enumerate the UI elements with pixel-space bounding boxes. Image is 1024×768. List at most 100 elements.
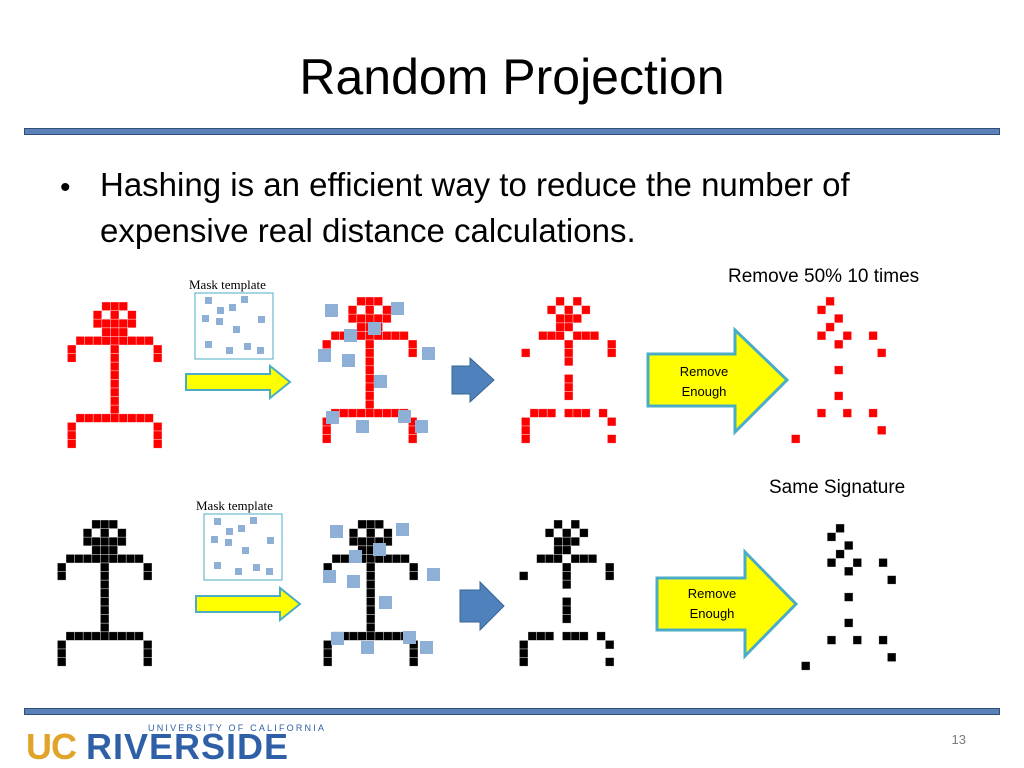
figure-pixel — [844, 540, 854, 551]
mask-square — [205, 297, 212, 304]
figure-pixel — [65, 631, 75, 641]
overlay-square — [415, 420, 428, 433]
figure-pixel — [877, 348, 887, 358]
figure-pixel — [118, 336, 128, 346]
figure-pixel — [383, 631, 393, 641]
overlay-square — [323, 570, 336, 583]
figure-pixel — [365, 374, 375, 384]
figure-pixel — [110, 387, 120, 397]
figure-pixel — [887, 652, 897, 662]
figure-pixel — [100, 545, 110, 555]
figure-pixel — [118, 413, 128, 423]
figure-pixel — [521, 425, 531, 435]
figure-pixel — [348, 536, 359, 547]
figure-pixel — [801, 661, 811, 671]
figure-pixel — [519, 657, 529, 667]
page-number: 13 — [951, 732, 966, 747]
figure-pixel — [127, 318, 137, 329]
overlay-square — [349, 550, 362, 563]
bullet-text: Hashing is an efficient way to reduce th… — [100, 166, 850, 249]
overlay-square — [391, 302, 404, 315]
figure-pixel — [365, 296, 375, 306]
figure-pixel — [825, 322, 835, 332]
remove-enough-label: Remove Enough — [679, 364, 729, 399]
figure-pixel — [101, 413, 111, 423]
figure-pixel — [373, 296, 383, 306]
figure-pixel — [366, 571, 376, 581]
figure-pixel — [399, 331, 409, 341]
overlay-square — [396, 523, 409, 536]
figure-pixel — [118, 318, 128, 329]
figure-pixel — [101, 336, 111, 346]
figure-pixel — [581, 331, 591, 341]
figure-pixel — [127, 310, 137, 320]
figure-pixel — [826, 558, 837, 568]
figure-pixel — [596, 631, 606, 641]
figure-pixel — [564, 391, 574, 401]
mask-square — [250, 517, 257, 524]
overlay-square — [342, 354, 355, 367]
figure-pixel — [562, 631, 572, 641]
figure-pixel — [108, 554, 118, 564]
figure-pixel — [357, 519, 367, 529]
figure-pixel — [100, 519, 110, 529]
figure-pixel — [82, 536, 93, 547]
remove-enough-label: Remove Enough — [687, 586, 737, 621]
figure-pixel — [570, 536, 580, 547]
figure-pixel — [842, 408, 852, 418]
figure-pixel — [572, 408, 582, 418]
figure-pixel — [564, 408, 574, 418]
figure-pixel — [134, 554, 144, 564]
figure-pixel — [125, 554, 136, 564]
figure-pixel — [607, 417, 617, 427]
figure-pixel — [84, 413, 94, 423]
figure-pixel — [538, 331, 548, 341]
mask-square — [238, 525, 245, 532]
figure-pixel — [834, 391, 844, 401]
figure-pixel — [74, 554, 84, 564]
figure-pixel — [589, 331, 600, 341]
figure-pixel — [366, 631, 376, 641]
figure-pixel — [544, 631, 555, 641]
figure-pixel — [553, 536, 563, 547]
mask-square — [233, 326, 240, 333]
figure-pixel — [110, 336, 120, 346]
figure-pixel — [791, 434, 801, 444]
figure-pixel — [348, 528, 359, 538]
figure-pixel — [331, 554, 341, 564]
mask-square — [205, 341, 212, 348]
figure-pixel — [546, 305, 557, 315]
figure-pixel — [75, 413, 85, 423]
figure-pixel — [553, 554, 563, 564]
figure-pixel — [91, 545, 101, 555]
block-arrow — [451, 356, 495, 404]
figure-pixel — [816, 408, 827, 418]
figure-pixel — [365, 356, 375, 367]
figure-pixel — [826, 635, 837, 645]
figure-pixel — [92, 413, 103, 423]
figure-pixel — [382, 331, 392, 341]
figure-pixel — [409, 571, 419, 581]
overlay-square — [347, 575, 360, 588]
figure-pixel — [65, 554, 75, 564]
same-signature-caption: Same Signature — [769, 477, 906, 498]
figure-pixel — [340, 554, 350, 564]
figure-pixel — [826, 532, 837, 542]
figure-pixel — [844, 566, 854, 576]
figure-pixel — [110, 413, 120, 423]
figure-pixel — [374, 519, 384, 529]
figure-pixel — [373, 313, 383, 324]
figure-pixel — [57, 640, 67, 650]
overlay-square — [331, 632, 344, 645]
figure-pixel — [357, 631, 367, 641]
figure-pixel — [365, 348, 375, 358]
figure-pixel — [323, 657, 333, 667]
figure-pixel — [382, 408, 392, 418]
figure-pixel — [67, 344, 77, 354]
figure-pixel — [366, 622, 376, 633]
figure-pixel — [581, 408, 591, 418]
figure-pixel — [521, 417, 531, 427]
figure-pixel — [101, 327, 111, 337]
footer-divider — [24, 708, 1000, 715]
mask-square — [202, 315, 209, 322]
